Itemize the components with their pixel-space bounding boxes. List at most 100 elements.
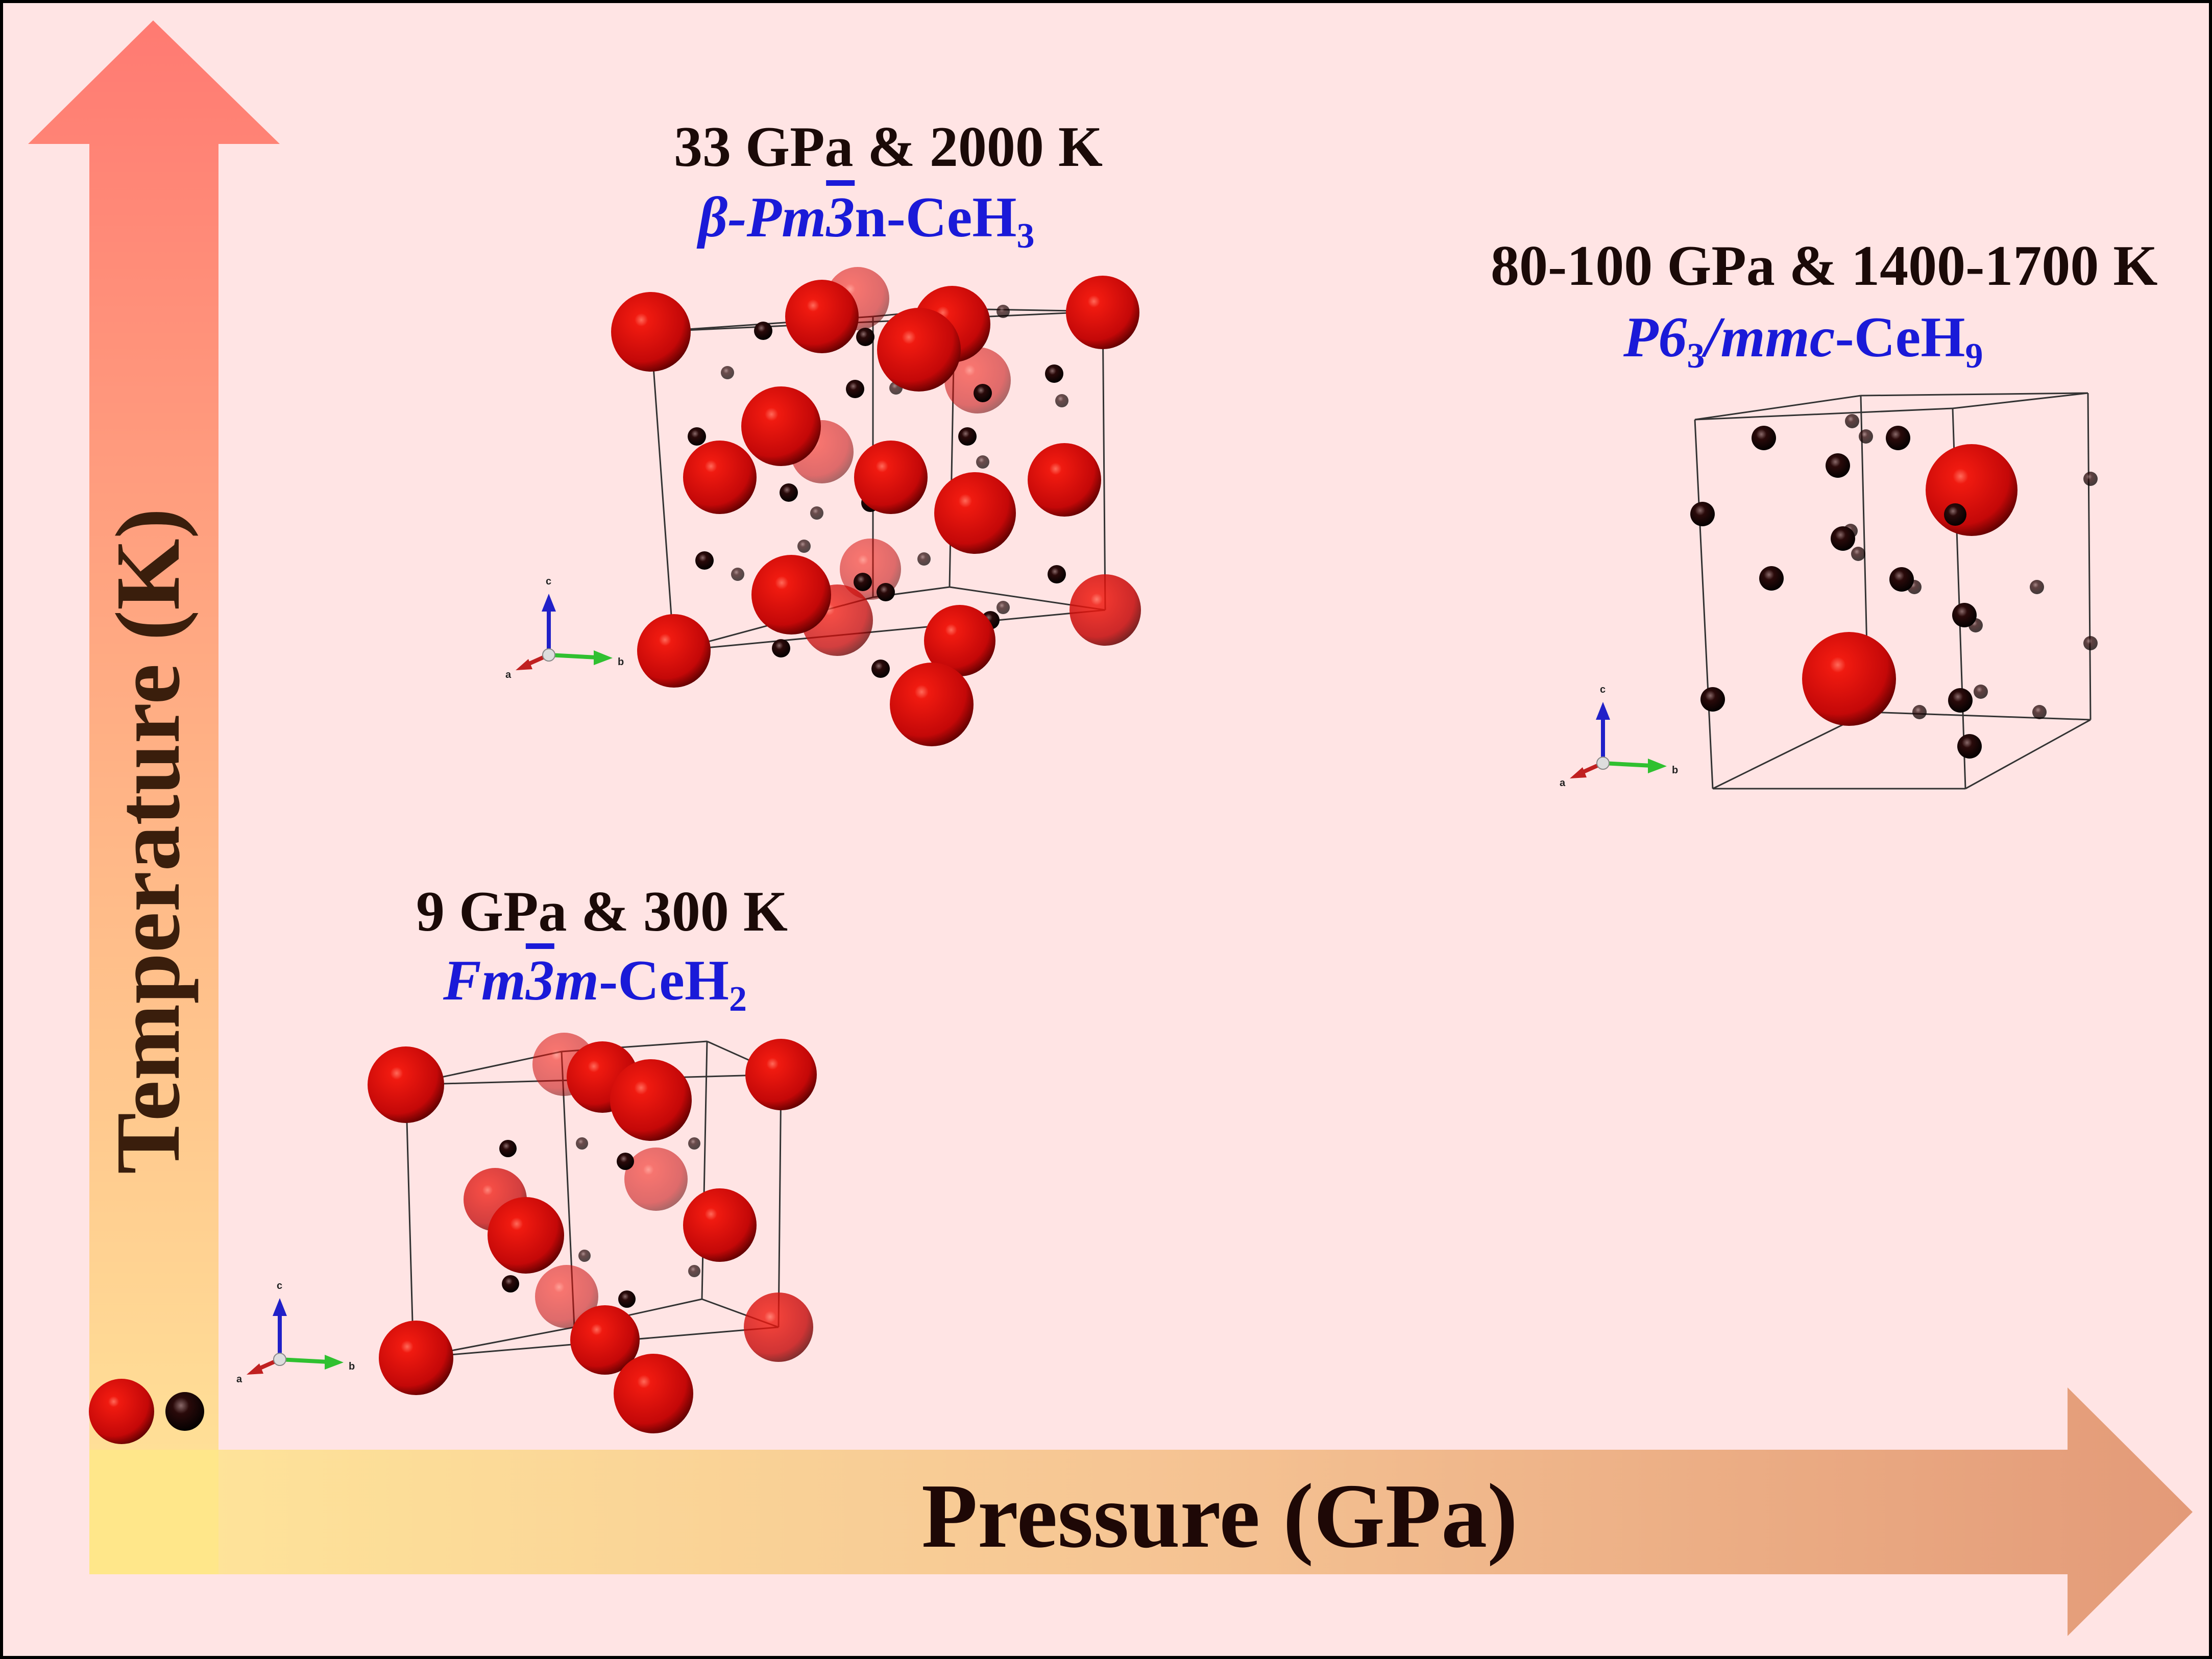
h-atom [871,660,890,678]
ce-atom-legend [89,1379,154,1444]
triad-label-b: b [349,1361,355,1372]
h-atom [1752,426,1776,450]
h-atom [1700,687,1725,712]
ce-atom [944,347,1011,413]
ce-atom [854,441,928,514]
triad-label-b: b [618,656,624,668]
triad-ceh2: c b a [236,1280,355,1385]
ce-atom [890,663,974,746]
ce-atom [683,441,757,514]
cell-edge [1694,407,1953,421]
h-atom [1889,567,1914,592]
cell-edge [777,1074,782,1328]
h-atom [1912,705,1927,719]
h-atom [1845,414,1859,428]
cell-edge [1860,392,2088,397]
h-atom [1045,364,1063,383]
ce-atom [1926,444,2017,536]
h-atom [695,551,714,570]
h-atom [772,639,790,657]
h-atom [810,506,823,520]
h-atom [1948,688,1973,713]
ce-atom [570,1305,640,1375]
h-atom [1974,685,1988,699]
structure-ceh3 [611,267,1141,746]
ce-atom [741,386,821,466]
h-atom [1831,526,1855,551]
h-atom [2083,472,2098,486]
h-atom [780,483,798,502]
ce-atom [1066,276,1139,349]
h-atom [877,583,895,601]
h-atom [688,1265,700,1277]
structure-ceh2 [368,1033,817,1433]
h-atom [1055,394,1068,407]
h-atom [1048,565,1066,583]
h-atom [688,427,706,446]
cell-edge [701,1041,708,1300]
phase-2-name: β-Pm3n-CeH3 [698,186,1035,256]
ce-atom [614,1354,693,1433]
ce-atom [744,1292,813,1362]
triad-label-a: a [236,1374,242,1385]
phase-3-name: P63/mmc-CeH9 [1623,306,1983,376]
cell-edge [405,1084,415,1358]
ce-atom [745,1039,817,1110]
h-atom [958,427,977,446]
h-atom [1759,566,1784,591]
phase-1-name: Fm3m-CeH2 [443,949,747,1019]
cell-edge [1868,711,2091,721]
ce-atom [785,280,859,353]
triad-label-c: c [1600,684,1606,695]
h-atom [688,1137,700,1150]
h-atom [731,568,744,581]
ce-atom [924,605,995,676]
ce-atom [1028,443,1101,517]
h-atom [576,1137,588,1150]
ce-atom [379,1321,453,1395]
h-atom [1859,429,1873,444]
triad-label-c: c [546,576,551,587]
triad-label-c: c [277,1280,282,1291]
h-atom [854,573,872,591]
cell-edge [1965,719,2091,790]
h-atom [2032,705,2047,719]
h-atom [578,1250,591,1262]
triad-ceh9: cba [1560,684,1678,789]
triad-label-b: b [1672,765,1678,776]
ce-atom [1802,632,1896,726]
phase-1-conditions: 9 GPa & 300 K [416,880,788,943]
h-atom [618,1290,636,1308]
h-atom [499,1140,517,1157]
h-atom [502,1275,519,1292]
ce-atom [934,472,1016,554]
ce-atom [368,1046,444,1123]
h-atom [617,1153,634,1170]
h-atom [754,322,772,340]
triad-label-a: a [505,669,512,680]
h-atom [917,552,931,566]
cell-edge [2087,393,2092,720]
crystal-structures [368,267,2098,1433]
ce-atom [637,614,711,688]
cell-edge [1694,419,1714,789]
h-atom [1826,453,1850,478]
h-atom [1851,547,1865,561]
x-axis-label: Pressure (GPa) [921,1465,1518,1567]
h-atom [2030,580,2044,594]
cell-edge [1952,392,2088,409]
temperature-arrow [28,20,280,1572]
ce-atom [610,1059,692,1141]
h-atom [1886,426,1910,450]
y-axis-label: Temperature (K) [97,508,199,1174]
origin-corner [89,1450,218,1574]
h-atom [1944,503,1966,526]
h-atom [1957,734,1982,759]
h-atom [996,305,1010,318]
ce-atom [488,1197,564,1274]
h-atom [856,328,874,346]
ce-atom [624,1148,688,1211]
